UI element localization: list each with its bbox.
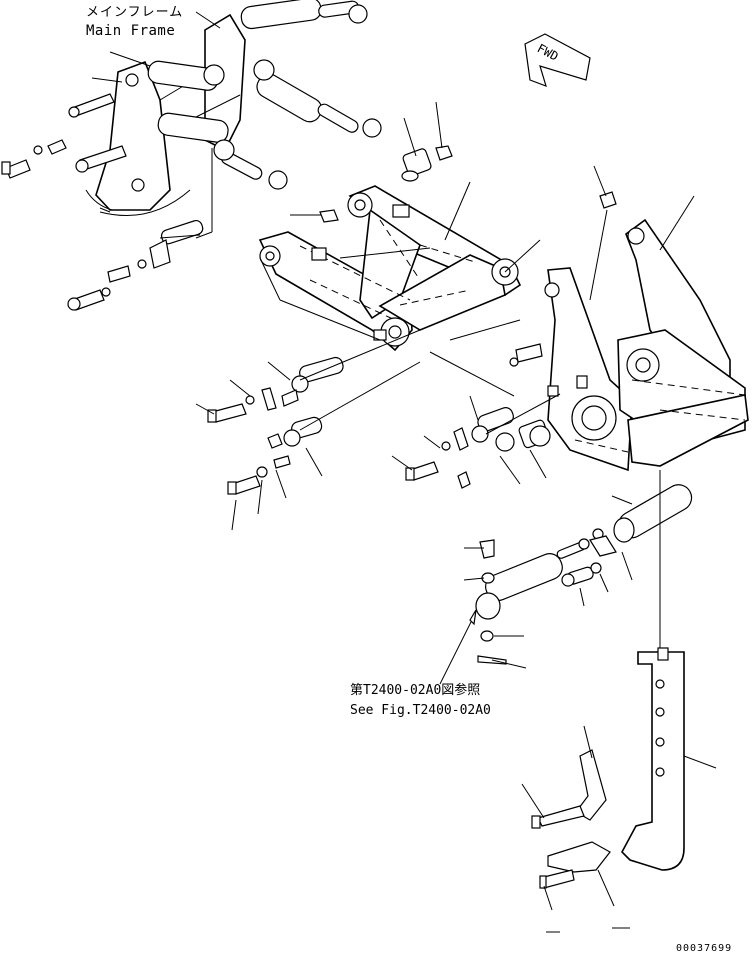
shank-holder — [544, 195, 749, 472]
pin-puller-cylinder — [439, 538, 609, 685]
shank-protector — [521, 725, 607, 829]
ripper-shank — [621, 647, 717, 871]
main-frame-assembly — [1, 0, 382, 217]
pins-hardware-right — [391, 319, 561, 489]
ripper-beam — [258, 185, 541, 352]
fwd-arrow-symbol — [524, 33, 591, 87]
ripper-tip — [539, 841, 630, 933]
see-figure-note-en: See Fig.T2400-02A0 — [350, 703, 491, 718]
pins-hardware-left — [195, 329, 421, 531]
shank-pin — [589, 470, 693, 650]
pin-bracket — [67, 148, 213, 311]
bushings-upper — [319, 101, 453, 223]
document-number: 00037699 — [676, 943, 733, 954]
see-figure-note-jp: 第T2400-02A0図参照 — [350, 683, 481, 698]
main-frame-label-jp: メインフレーム — [86, 5, 184, 20]
main-frame-label-en: Main Frame — [86, 23, 176, 39]
